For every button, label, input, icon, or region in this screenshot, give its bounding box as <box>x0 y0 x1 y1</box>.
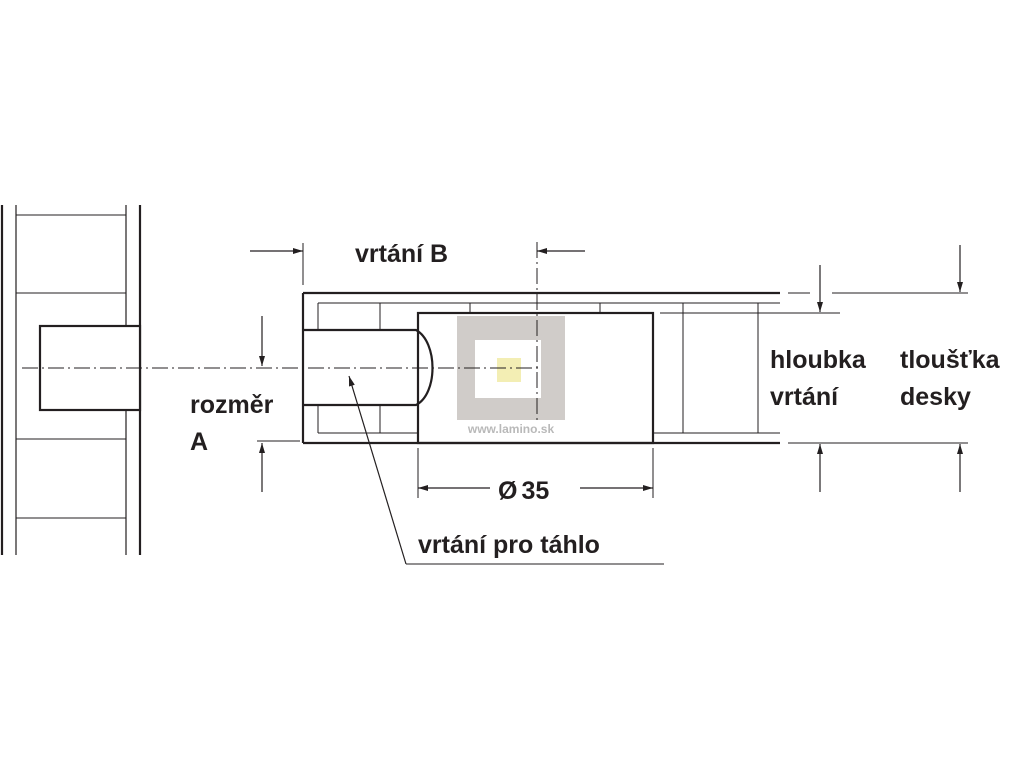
cam-housing <box>416 311 655 445</box>
label-hloubka-vrtani: vrtání <box>770 383 839 411</box>
dimension-diameter <box>417 448 654 498</box>
label-vrtani-pro-tahlo: vrtání pro táhlo <box>418 531 600 559</box>
label-vrtani-b: vrtání B <box>355 240 448 268</box>
diameter-value: 35 <box>521 477 549 505</box>
dimension-tloustka <box>832 245 968 492</box>
label-hloubka: hloubka <box>770 346 867 374</box>
dimension-hloubka <box>660 265 840 492</box>
leader-vrtani-pro-tahlo <box>348 375 664 565</box>
diameter-symbol: Ø <box>498 477 517 505</box>
label-rozmer: rozměr <box>190 391 274 419</box>
label-tloustka: tloušťka <box>900 346 1001 374</box>
label-rozmer-a: A <box>190 428 208 456</box>
dimension-b <box>250 243 585 285</box>
dimension-a <box>257 316 300 492</box>
watermark-text: www.lamino.sk <box>467 422 555 436</box>
label-tloustka-desky: desky <box>900 383 971 411</box>
